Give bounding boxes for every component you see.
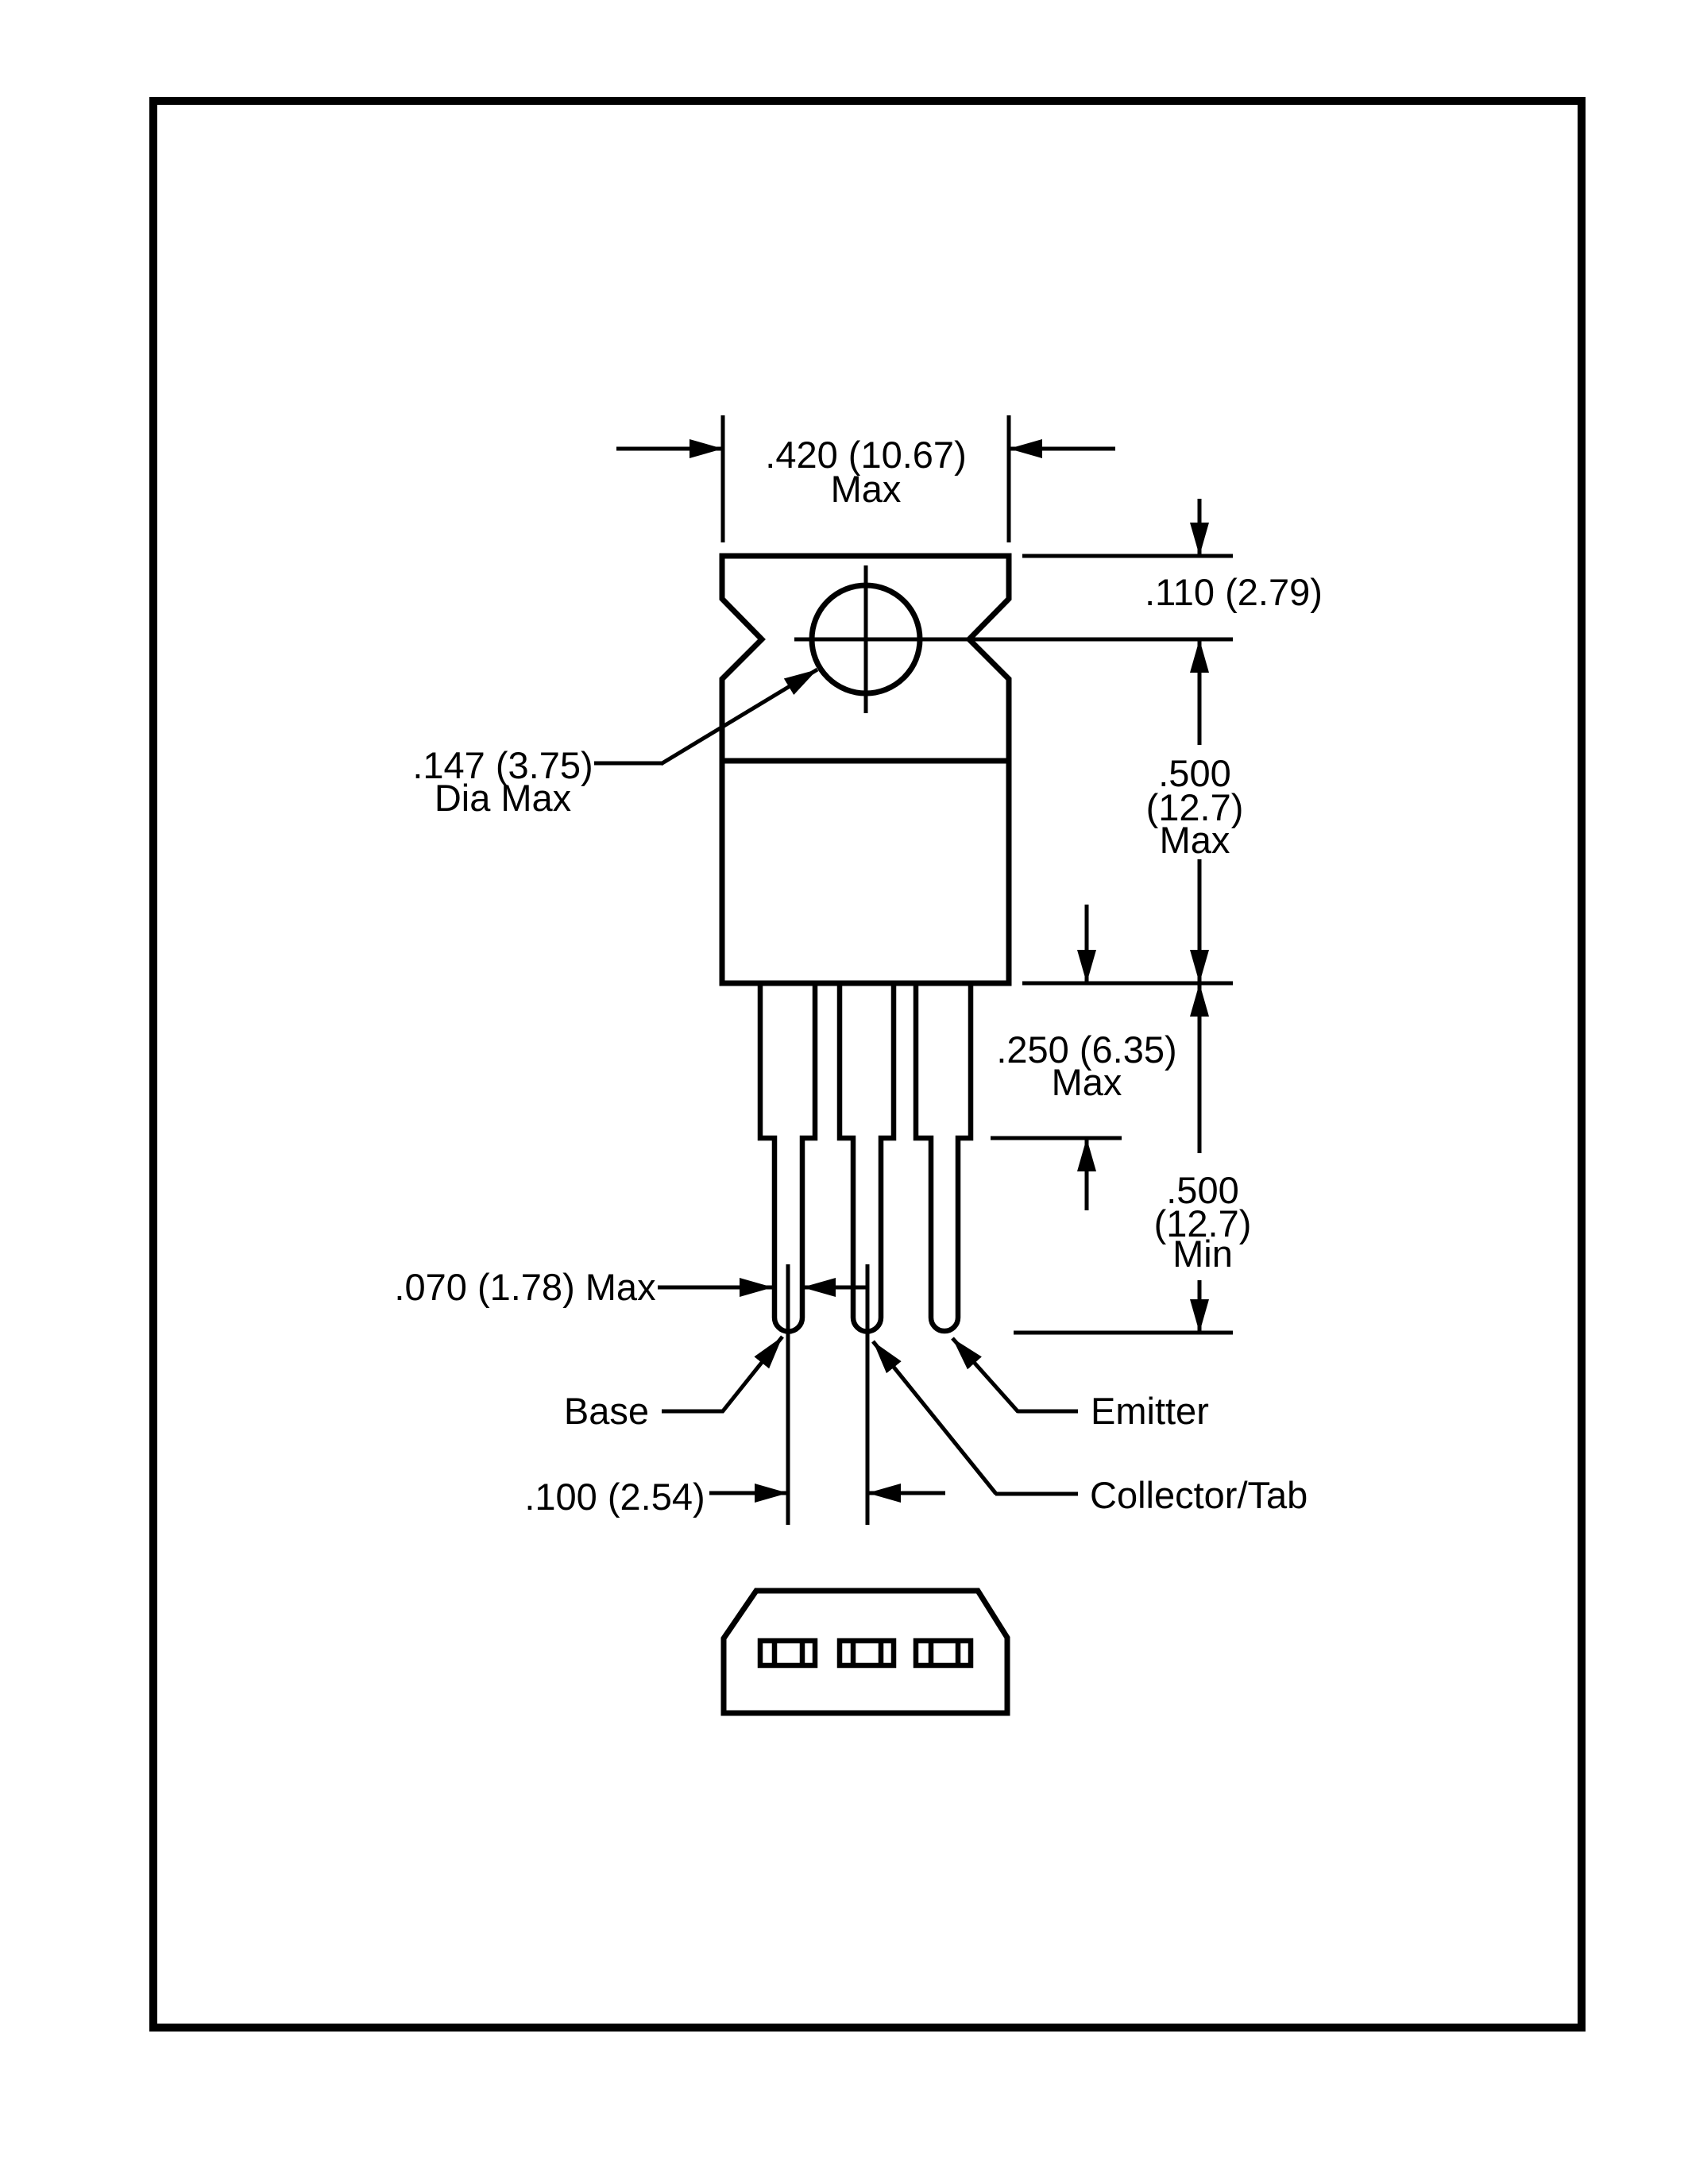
lead-length-qualifier: Min (1172, 1233, 1233, 1275)
pad-outline (913, 1638, 974, 1669)
lead-length-value: .500 (1166, 1169, 1238, 1211)
leader-arrow (871, 1340, 998, 1495)
page-border (149, 97, 1586, 2032)
collector-label: Collector/Tab (1090, 1474, 1308, 1516)
pad-outline (836, 1638, 897, 1669)
leader-arrow (659, 667, 819, 766)
shoulder-qualifier: Max (1052, 1061, 1122, 1103)
callout-hole-diameter: .147 (3.75) Dia Max (412, 667, 819, 819)
body-width-value: .420 (10.67) (765, 434, 966, 476)
pad-outline (757, 1638, 818, 1669)
hole-dia-qualifier: Dia Max (435, 777, 571, 819)
dimension-hole-offset: .110 (2.79) (1022, 499, 1323, 613)
dimension-body-width: .420 (10.67) Max (616, 415, 1115, 542)
bottom-pad-collector (836, 1638, 897, 1669)
pin-label-emitter: Emitter (951, 1337, 1209, 1432)
bottom-pad-emitter (913, 1638, 974, 1669)
dimension-lead-width: .070 (1.78) Max (394, 1266, 866, 1308)
leader-arrow (720, 1335, 784, 1414)
lead-width-value: .070 (1.78) Max (394, 1266, 655, 1308)
bottom-view (720, 1588, 1010, 1716)
leader-arrow (951, 1337, 1020, 1414)
dimension-body-height: .500 (12.7) Max (1146, 639, 1244, 983)
body-height-metric: (12.7) (1146, 786, 1244, 828)
dimension-lead-shoulder: .250 (6.35) Max (991, 905, 1177, 1210)
front-view (719, 553, 1233, 1334)
body-width-qualifier: Max (831, 468, 902, 510)
pin-label-collector: Collector/Tab (871, 1340, 1308, 1516)
dimension-lead-pitch: .100 (2.54) (524, 1264, 945, 1525)
lead-emitter (913, 983, 974, 1334)
body-height-qualifier: Max (1160, 819, 1230, 861)
emitter-label: Emitter (1091, 1390, 1209, 1432)
pin-label-base: Base (564, 1335, 784, 1432)
dimension-lead-length: .500 (12.7) Min (1014, 983, 1252, 1335)
lead-length-metric: (12.7) (1154, 1202, 1252, 1244)
hole-offset-value: .110 (2.79) (1145, 571, 1323, 613)
shoulder-value: .250 (6.35) (996, 1028, 1176, 1071)
body-height-value: .500 (1158, 752, 1230, 794)
bottom-view-outline (720, 1588, 1010, 1716)
bottom-pad-base (757, 1638, 818, 1669)
hole-dia-value: .147 (3.75) (412, 744, 593, 786)
base-label: Base (564, 1390, 649, 1432)
package-body-outline (719, 553, 1012, 986)
lead-pitch-value: .100 (2.54) (524, 1476, 705, 1518)
